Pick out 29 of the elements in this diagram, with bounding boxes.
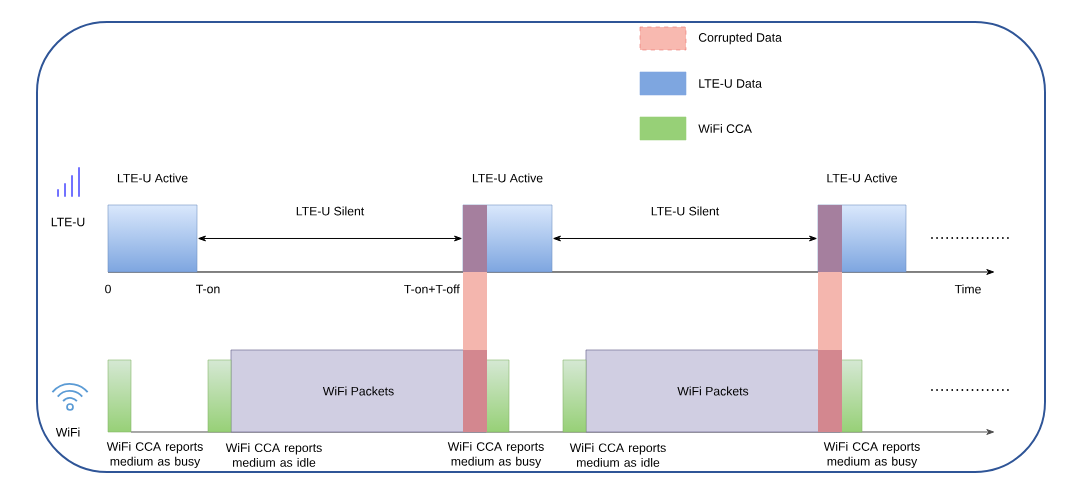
row-label: WiFi bbox=[55, 427, 80, 437]
state-label: LTE-U Active bbox=[827, 173, 898, 183]
legend-label: Corrupted Data bbox=[698, 32, 782, 45]
status-caption: WiFi CCA reports medium as busy bbox=[447, 441, 544, 469]
data-block bbox=[107, 204, 198, 273]
cca-bar bbox=[485, 359, 510, 433]
packet-box: WiFi Packets bbox=[230, 349, 487, 433]
packet-box: WiFi Packets bbox=[585, 349, 841, 433]
edge-label: LTE-U Silent bbox=[296, 206, 365, 216]
cca-bar bbox=[562, 359, 587, 433]
status-caption: WiFi CCA reports medium as busy bbox=[823, 441, 920, 469]
double-arrow bbox=[198, 235, 462, 242]
axis-label: T-on bbox=[196, 284, 220, 294]
edge-label: LTE-U Silent bbox=[651, 206, 720, 216]
state-label: LTE-U Active bbox=[117, 173, 188, 183]
cca-bar bbox=[207, 359, 232, 433]
cca-bar bbox=[839, 359, 863, 433]
legend-label: LTE-U Data bbox=[699, 79, 762, 88]
axis-label: Time bbox=[954, 284, 981, 294]
status-caption: WiFi CCA reports medium as busy bbox=[106, 441, 203, 469]
axis-label: T-on+T-off bbox=[404, 284, 460, 294]
cca-bar bbox=[107, 359, 132, 433]
status-caption: WiFi CCA reports medium as idle bbox=[225, 443, 322, 467]
row-label: LTE-U bbox=[51, 217, 85, 227]
state-label: LTE-U Active bbox=[472, 173, 543, 183]
status-caption: WiFi CCA reports medium as idle bbox=[569, 443, 666, 467]
double-arrow bbox=[553, 235, 817, 242]
axis-label: 0 bbox=[105, 284, 111, 294]
legend-label: WiFi CCA bbox=[698, 124, 752, 133]
